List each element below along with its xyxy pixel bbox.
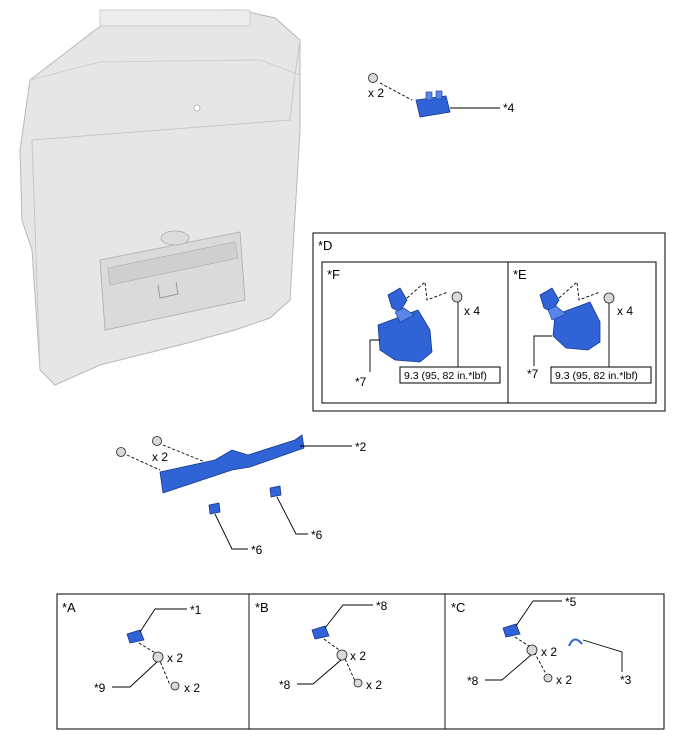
callout-8-c: *8 [467,674,479,688]
part-4-icon [415,95,451,118]
torque-e-box [550,366,652,384]
callout-3: *3 [620,673,632,687]
bolt-f-icon [451,291,463,303]
qty-b1: x 2 [350,649,366,663]
qty-f: x 4 [464,304,480,318]
back-door-panel [19,9,301,386]
callout-2: *2 [355,440,367,454]
qty-a2: x 2 [184,681,200,695]
part-2-icon [159,434,305,494]
torque-f-box [399,366,501,384]
part-3-wire-icon [568,638,583,647]
callout-1: *1 [190,603,202,617]
qty-e: x 4 [617,304,633,318]
part-7-bracket-f [387,287,408,313]
part-7-cover-f [377,309,433,363]
callout-7-e: *7 [527,367,539,381]
box-d-label: *D [318,238,332,253]
detail-boxes: *A *1 x 2 *9 x 2 *B *8 x 2 *8 x 2 *C *5 … [56,593,665,730]
detail-frame [56,593,665,730]
box-a-label: *A [62,600,76,615]
qty-c1: x 2 [541,645,557,659]
qty-a1: x 2 [167,651,183,665]
box-b-label: *B [255,600,269,615]
grommet-c-icon [526,644,538,656]
clip-icon [116,447,126,457]
screw-a-icon [170,681,180,691]
part-6-clip-left [208,502,221,515]
callout-7-f: *7 [355,375,367,389]
callout-9: *9 [94,681,106,695]
box-e [507,261,657,404]
torque-f: 9.3 (95, 82 in.*lbf) [404,370,487,382]
screw-b-icon [353,678,363,688]
box-e-label: *E [513,267,527,282]
callout-5: *5 [565,595,577,609]
qty-b2: x 2 [366,678,382,692]
bolt-bar-icon [152,436,162,446]
box-c-label: *C [451,600,465,615]
garnish-bar-assembly: x 2 *2 *6 *6 [116,434,367,557]
part-5-icon [502,623,521,638]
callout-6b: *6 [311,528,323,542]
part-6-clip-right [269,485,282,498]
bolt-e-icon [603,292,615,304]
bolt-icon [368,73,378,83]
box-d: *D *F x 4 9.3 (95, 82 in.*lbf) *7 *E x 4… [312,232,666,412]
screw-c-icon [543,673,553,683]
qty-top: x 2 [368,86,384,100]
qty-bar: x 2 [152,450,168,464]
part-1-icon [126,629,145,644]
grommet-b-icon [336,649,348,661]
grommet-a-icon [152,651,164,663]
part-8-icon [311,625,330,640]
part-4-assembly: x 2 *4 [368,73,515,118]
callout-8-b1: *8 [376,599,388,613]
callout-8-b2: *8 [279,678,291,692]
callout-6a: *6 [251,543,263,557]
callout-4: *4 [503,101,515,115]
torque-e: 9.3 (95, 82 in.*lbf) [555,370,638,382]
qty-c2: x 2 [556,673,572,687]
box-f-label: *F [327,267,340,282]
